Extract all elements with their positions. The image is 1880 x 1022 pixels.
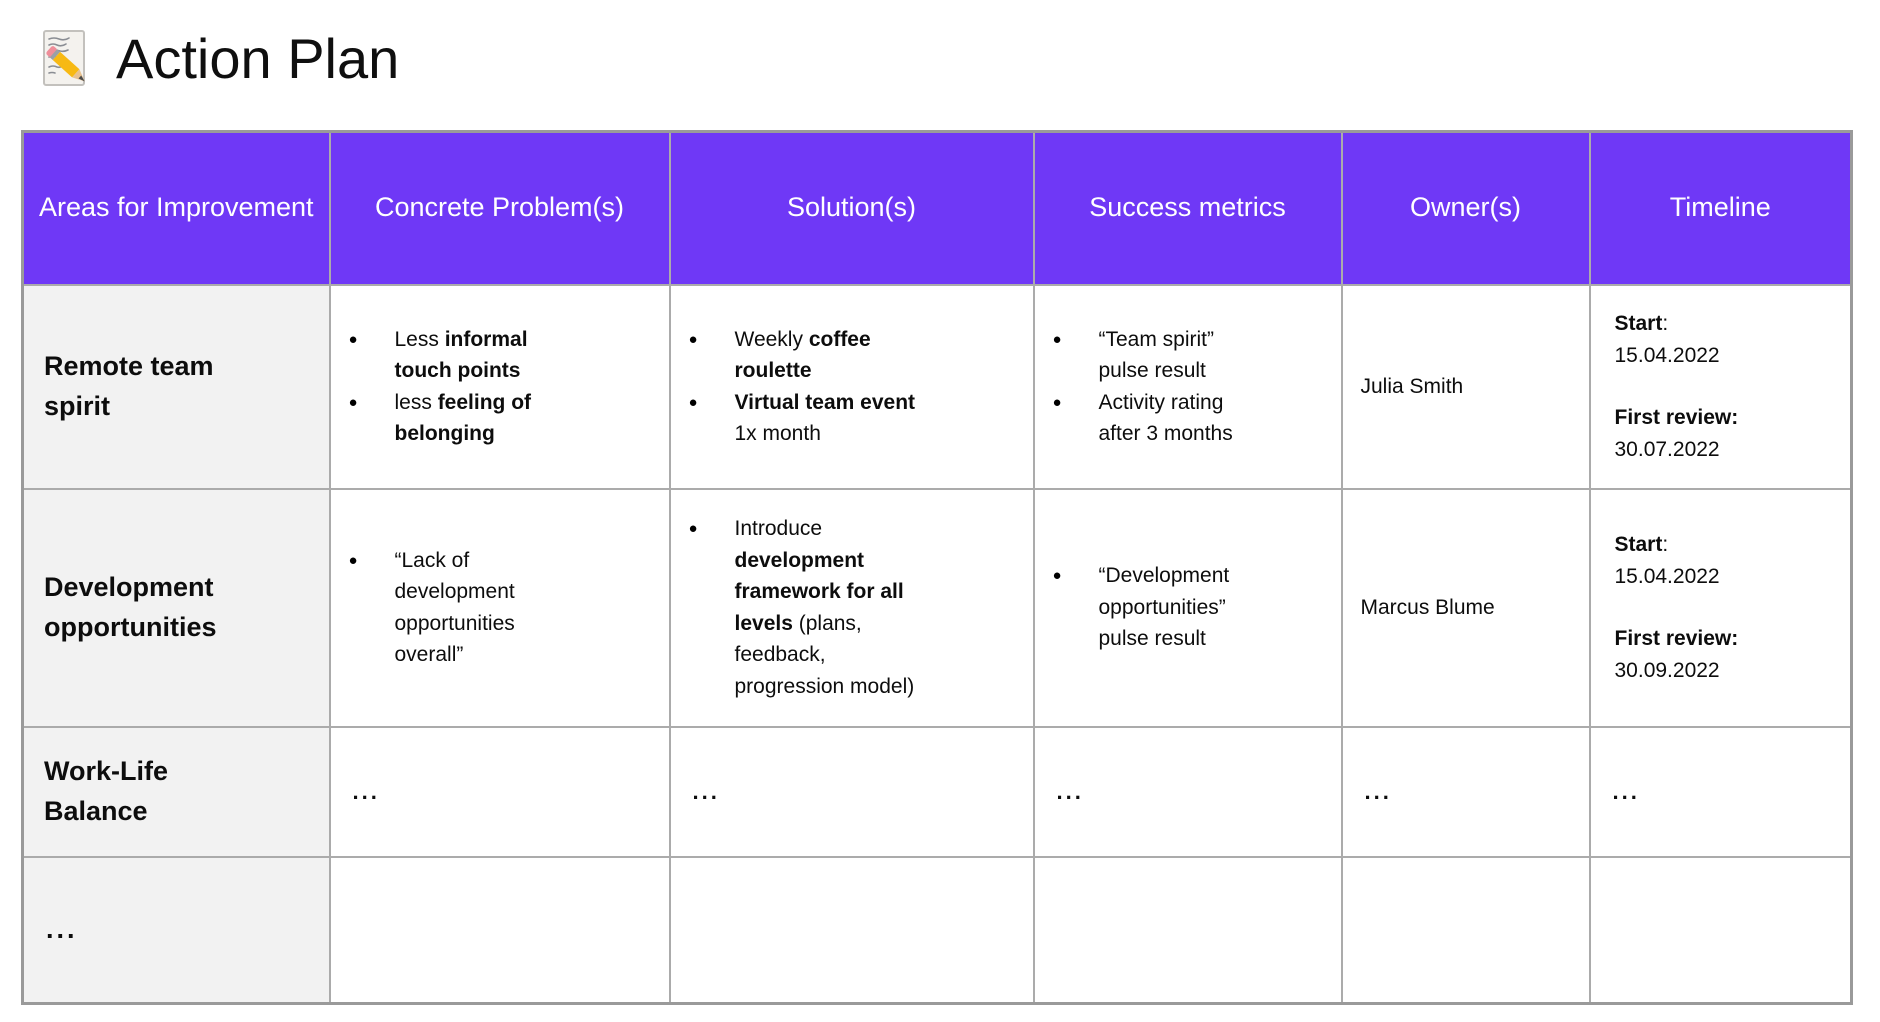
area-cell: Work-Life Balance <box>21 725 331 858</box>
owner-cell: ... <box>1340 725 1591 858</box>
table-header: Areas for Improvement Concrete Problem(s… <box>21 130 1853 286</box>
problems-cell: ... <box>328 725 671 858</box>
action-plan-table: Areas for Improvement Concrete Problem(s… <box>21 130 1853 1005</box>
problems-cell: ● “Lack of development opportunities ove… <box>328 487 671 728</box>
bullet-icon: ● <box>348 551 358 569</box>
timeline-start: Start: 15.04.2022 <box>1614 312 1720 367</box>
bullet-text: Activity rating after 3 months <box>1098 390 1233 446</box>
area-cell: ... <box>21 855 331 1005</box>
col-header-timeline: Timeline <box>1588 130 1853 286</box>
bullet-item: ● Virtual team event 1x month <box>685 387 1011 450</box>
metrics-cell <box>1032 855 1343 1005</box>
row-remote-team-spirit: Remote team spirit ● Less informal touch… <box>21 283 1853 490</box>
bullet-text: “Development opportunities” pulse result <box>1098 564 1230 651</box>
bullet-text: Weekly coffee roulette <box>734 327 871 383</box>
col-header-success-metrics: Success metrics <box>1032 130 1343 286</box>
timeline-cell <box>1588 855 1853 1005</box>
bullet-item: ● “Team spirit” pulse result <box>1049 324 1319 387</box>
row-work-life-balance: Work-Life Balance ... ... ... ... ... <box>21 725 1853 858</box>
row-placeholder: ... <box>21 855 1853 1005</box>
page-title: Action Plan <box>116 27 400 90</box>
col-header-owners: Owner(s) <box>1340 130 1591 286</box>
solutions-cell: ● Weekly coffee roulette ● Virtual team … <box>668 283 1035 490</box>
solutions-cell: ... <box>668 725 1035 858</box>
owner-cell: Marcus Blume <box>1340 487 1591 728</box>
bullet-item: ● less feeling of belonging <box>345 387 647 450</box>
bullet-text: “Team spirit” pulse result <box>1098 327 1215 383</box>
timeline-cell: Start: 15.04.2022 First review: 30.09.20… <box>1588 487 1853 728</box>
bullet-item: ● “Development opportunities” pulse resu… <box>1049 560 1319 655</box>
solutions-cell <box>668 855 1035 1005</box>
timeline-cell: Start: 15.04.2022 First review: 30.07.20… <box>1588 283 1853 490</box>
row-development-opportunities: Development opportunities ● “Lack of dev… <box>21 487 1853 728</box>
bullet-text: less feeling of belonging <box>394 390 532 446</box>
bullet-icon: ● <box>688 330 698 348</box>
bullet-text: “Lack of development opportunities overa… <box>394 548 515 667</box>
metrics-cell: ● “Team spirit” pulse result ● Activity … <box>1032 283 1343 490</box>
table-body: Remote team spirit ● Less informal touch… <box>21 283 1853 1005</box>
header-row: Areas for Improvement Concrete Problem(s… <box>21 130 1853 286</box>
bullet-item: ● Introduce development framework for al… <box>685 513 1011 702</box>
owner-cell <box>1340 855 1591 1005</box>
col-header-areas-for-improvement: Areas for Improvement <box>21 130 331 286</box>
bullet-icon: ● <box>1052 393 1062 411</box>
area-cell: Development opportunities <box>21 487 331 728</box>
metrics-cell: ● “Development opportunities” pulse resu… <box>1032 487 1343 728</box>
bullet-icon: ● <box>348 393 358 411</box>
bullet-text: Introduce development framework for all … <box>734 517 915 698</box>
bullet-text: Virtual team event 1x month <box>734 390 916 446</box>
bullet-item: ● Less informal touch points <box>345 324 647 387</box>
bullet-icon: ● <box>1052 567 1062 585</box>
memo-icon <box>40 29 96 89</box>
owner-cell: Julia Smith <box>1340 283 1591 490</box>
bullet-icon: ● <box>688 520 698 537</box>
timeline-start: Start: 15.04.2022 <box>1614 533 1720 588</box>
bullet-item: ● Activity rating after 3 months <box>1049 387 1319 450</box>
timeline-cell: ... <box>1588 725 1853 858</box>
solutions-cell: ● Introduce development framework for al… <box>668 487 1035 728</box>
timeline-first-review: First review: 30.09.2022 <box>1614 627 1739 682</box>
timeline-first-review: First review: 30.07.2022 <box>1614 406 1739 461</box>
area-cell: Remote team spirit <box>21 283 331 490</box>
problems-cell: ● Less informal touch points ● less feel… <box>328 283 671 490</box>
col-header-solutions: Solution(s) <box>668 130 1035 286</box>
metrics-cell: ... <box>1032 725 1343 858</box>
bullet-icon: ● <box>1052 330 1062 348</box>
bullet-item: ● “Lack of development opportunities ove… <box>345 545 647 671</box>
bullet-icon: ● <box>688 393 698 411</box>
bullet-icon: ● <box>348 330 358 348</box>
bullet-item: ● Weekly coffee roulette <box>685 324 1011 387</box>
bullet-text: Less informal touch points <box>394 327 528 383</box>
col-header-concrete-problems: Concrete Problem(s) <box>328 130 671 286</box>
title-row: Action Plan <box>40 28 399 90</box>
problems-cell <box>328 855 671 1005</box>
